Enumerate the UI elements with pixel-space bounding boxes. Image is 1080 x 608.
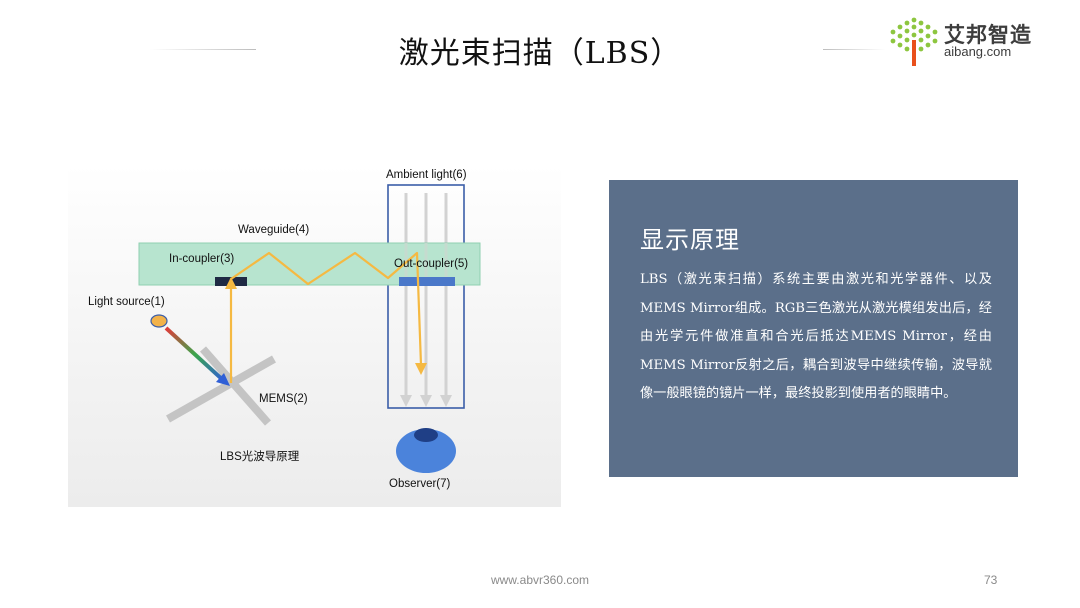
title-rule-left: [150, 49, 256, 50]
slide-title: 激光束扫描（LBS）: [398, 36, 682, 71]
footer-url: www.abvr360.com: [490, 573, 590, 587]
logo-name-cn: 艾邦智造: [944, 23, 1032, 47]
title-rule-right: [823, 49, 885, 50]
label-waveguide: Waveguide(4): [238, 224, 310, 236]
principle-panel: 显示原理 LBS（激光束扫描）系统主要由激光和光学器件、以及MEMS Mirro…: [609, 180, 1018, 477]
label-ambient-light: Ambient light(6): [386, 169, 467, 181]
light-source-icon: [150, 314, 168, 328]
logo-name-en: aibang.com: [944, 44, 1012, 59]
label-light-source: Light source(1): [88, 296, 165, 308]
out-coupler-grating: [399, 277, 455, 286]
page-number: 73: [984, 573, 998, 587]
label-in-coupler: In-coupler(3): [169, 253, 235, 265]
label-observer: Observer(7): [389, 478, 451, 490]
lbs-waveguide-diagram: Ambient light(6) Waveguide(4) In-coupler…: [68, 165, 561, 507]
label-mems: MEMS(2): [259, 393, 308, 405]
brand-logo: 艾邦智造 aibang.com: [886, 16, 1046, 68]
observer-eye-icon: [396, 429, 456, 473]
ambient-light-box: [387, 184, 465, 409]
label-out-coupler: Out-coupler(5): [394, 258, 469, 270]
tree-logo-icon: [890, 17, 938, 66]
panel-body: LBS（激光束扫描）系统主要由激光和光学器件、以及MEMS Mirror组成。R…: [640, 272, 992, 401]
panel-title: 显示原理: [640, 226, 740, 254]
diagram-caption: LBS光波导原理: [220, 451, 300, 463]
